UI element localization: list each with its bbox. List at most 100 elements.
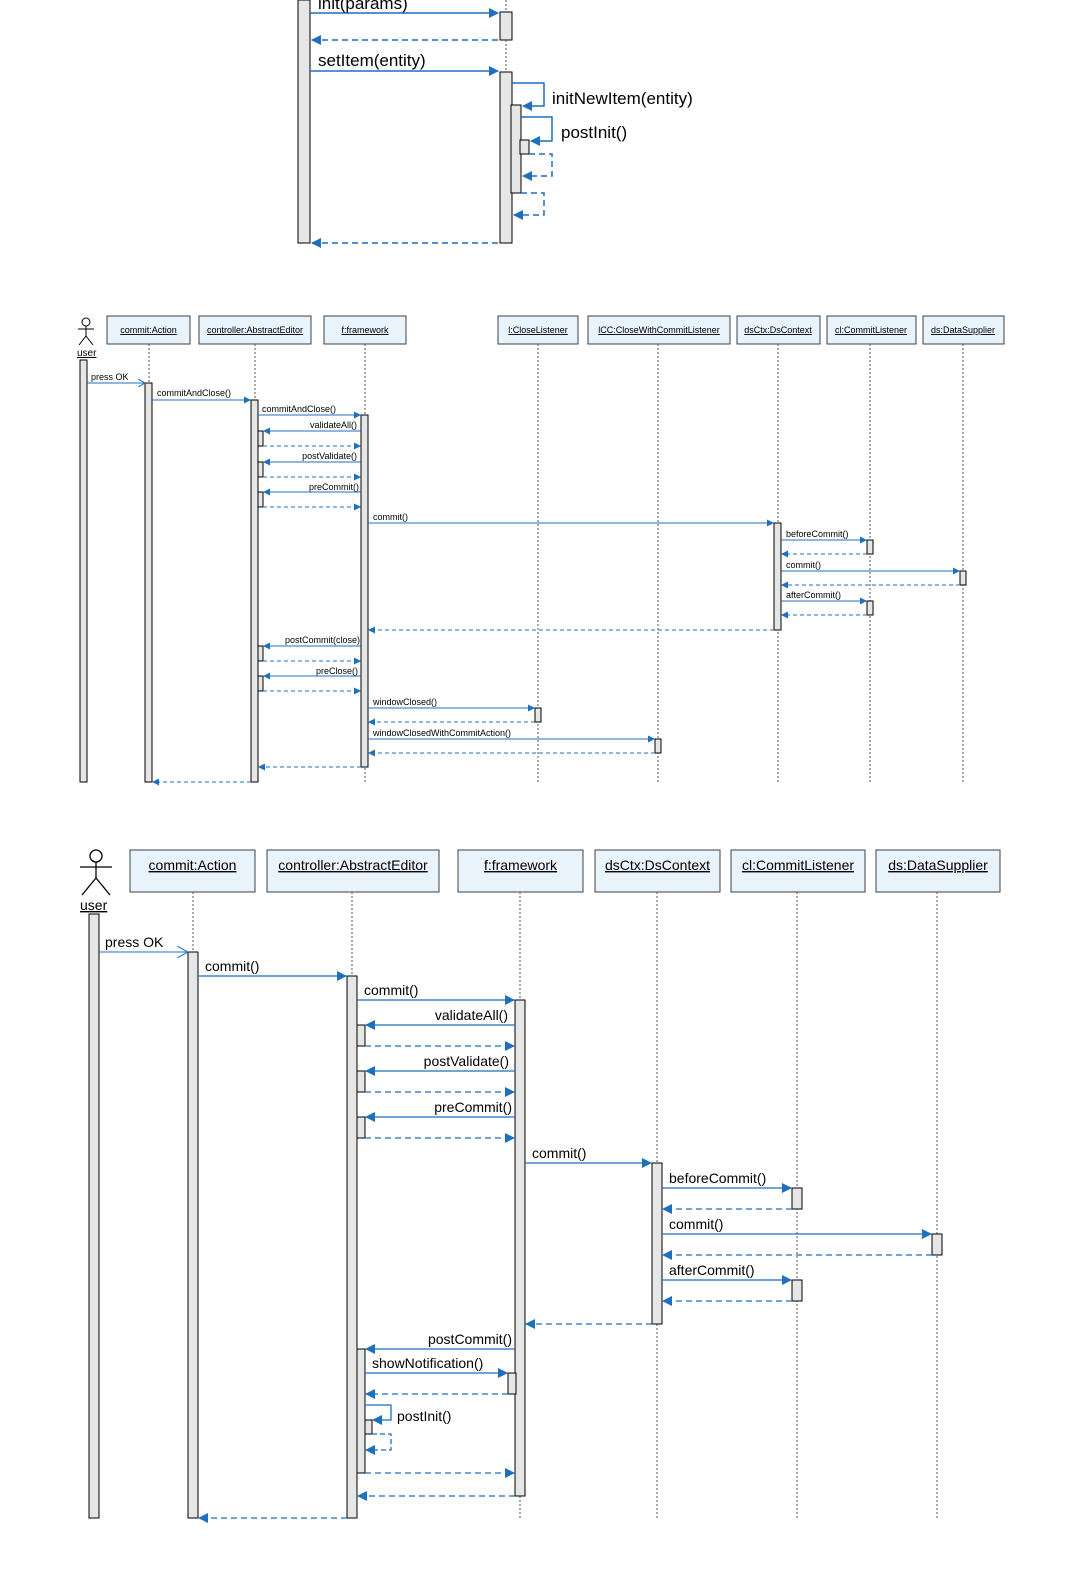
participant-label: ds:DataSupplier	[931, 325, 995, 335]
participant-label: commit:Action	[120, 325, 177, 335]
diagram-init-sequence: init(params) setItem(entity) initNewItem…	[297, 0, 693, 248]
user-actor-icon	[78, 317, 94, 346]
message-label: validateAll()	[310, 420, 357, 430]
message-label: postValidate()	[302, 451, 357, 461]
activation-bar	[773, 522, 782, 631]
activation-bar	[257, 645, 264, 662]
activation-bar	[79, 359, 88, 783]
participant-label: ds:DataSupplier	[888, 857, 988, 873]
participant-label: controller:AbstractEditor	[207, 325, 303, 335]
message-label: commit()	[669, 1216, 723, 1232]
actor-label: user	[77, 348, 97, 359]
activation-bar	[866, 600, 874, 616]
activation-bar	[364, 1419, 373, 1435]
activation-bar	[791, 1279, 803, 1302]
activation-bar	[360, 414, 369, 768]
participant-label: cl:CommitListener	[835, 325, 907, 335]
activation-bar	[651, 1162, 663, 1325]
return-arrow	[522, 153, 553, 181]
activation-bar	[257, 491, 264, 508]
self-message	[521, 116, 553, 146]
message-label: preCommit()	[434, 1099, 512, 1115]
message-label: postCommit()	[428, 1331, 512, 1347]
activation-bar	[346, 975, 358, 1519]
participant-box	[266, 849, 440, 893]
activation-bar	[959, 570, 967, 586]
activation-bar	[144, 382, 153, 783]
message-label: commitAndClose()	[262, 404, 336, 414]
activation-bar	[507, 1372, 517, 1395]
message-label: commitAndClose()	[157, 388, 231, 398]
message-label: afterCommit()	[786, 590, 841, 600]
activation-bar	[654, 738, 662, 754]
participant-label: lCC:CloseWithCommitListener	[598, 325, 720, 335]
participant-label: f:framework	[484, 857, 558, 873]
activation-bar	[257, 461, 264, 478]
participant-box	[730, 849, 866, 893]
message-label: validateAll()	[435, 1007, 508, 1023]
activation-bar	[514, 999, 526, 1497]
message-label: postInit()	[561, 123, 627, 142]
activation-bar	[187, 951, 199, 1519]
participant-box	[826, 315, 917, 345]
participant-label: controller:AbstractEditor	[278, 857, 428, 873]
message-label: press OK	[91, 372, 129, 382]
activation-bar	[499, 71, 513, 244]
message-label: postCommit(close)	[285, 635, 360, 645]
message-label: press OK	[105, 934, 164, 950]
activation-bar	[931, 1233, 943, 1256]
participant-label: l:CloseListener	[508, 325, 568, 335]
message-label: commit()	[205, 958, 259, 974]
diagram-commit-and-close-sequence: user commit:Action controller:AbstractEd…	[77, 315, 1005, 786]
message-label: initNewItem(entity)	[552, 89, 693, 108]
participant-box	[129, 849, 256, 893]
participant-label: dsCtx:DsContext	[605, 857, 710, 873]
message-label: commit()	[364, 982, 418, 998]
participant-box	[198, 315, 312, 345]
message-label: postInit()	[397, 1408, 451, 1424]
message-label: commit()	[373, 512, 408, 522]
message-label: beforeCommit()	[669, 1170, 766, 1186]
self-message	[365, 1404, 392, 1425]
message-label: init(params)	[318, 0, 408, 13]
activation-bar	[791, 1187, 803, 1210]
participant-box	[457, 849, 584, 893]
message-label: preCommit()	[309, 482, 359, 492]
message-label: commit()	[786, 560, 821, 570]
message-label: commit()	[532, 1145, 586, 1161]
message-label: afterCommit()	[669, 1262, 755, 1278]
participant-label: commit:Action	[149, 857, 237, 873]
return-arrow	[513, 192, 545, 220]
activation-bar	[297, 0, 311, 244]
participant-box	[323, 315, 407, 345]
actor-label: user	[80, 897, 108, 913]
message-label: beforeCommit()	[786, 529, 849, 539]
participant-box	[587, 315, 731, 345]
activation-bar	[356, 1116, 366, 1139]
activation-bar	[534, 707, 542, 723]
participant-label: cl:CommitListener	[742, 857, 854, 873]
message-label: showNotification()	[372, 1355, 483, 1371]
participant-label: dsCtx:DsContext	[744, 325, 812, 335]
message-label: postValidate()	[424, 1053, 509, 1069]
diagram-commit-sequence: user commit:Action controller:AbstractEd…	[80, 849, 1001, 1523]
activation-bar	[88, 913, 100, 1519]
activation-bar	[866, 539, 874, 555]
user-actor-icon	[80, 849, 112, 896]
activation-bar	[257, 430, 264, 447]
message-label: setItem(entity)	[318, 51, 426, 70]
message-label: preClose()	[316, 666, 358, 676]
participant-label: f:framework	[341, 325, 389, 335]
participant-box	[922, 315, 1005, 345]
activation-bar	[356, 1024, 366, 1047]
activation-bar	[250, 399, 259, 783]
message-label: windowClosedWithCommitAction()	[372, 728, 511, 738]
message-label: windowClosed()	[372, 697, 437, 707]
participant-box	[497, 315, 579, 345]
participant-box	[736, 315, 821, 345]
activation-bar	[499, 11, 513, 41]
activation-bar	[356, 1348, 366, 1474]
activation-bar	[257, 675, 264, 692]
self-message	[512, 82, 545, 111]
